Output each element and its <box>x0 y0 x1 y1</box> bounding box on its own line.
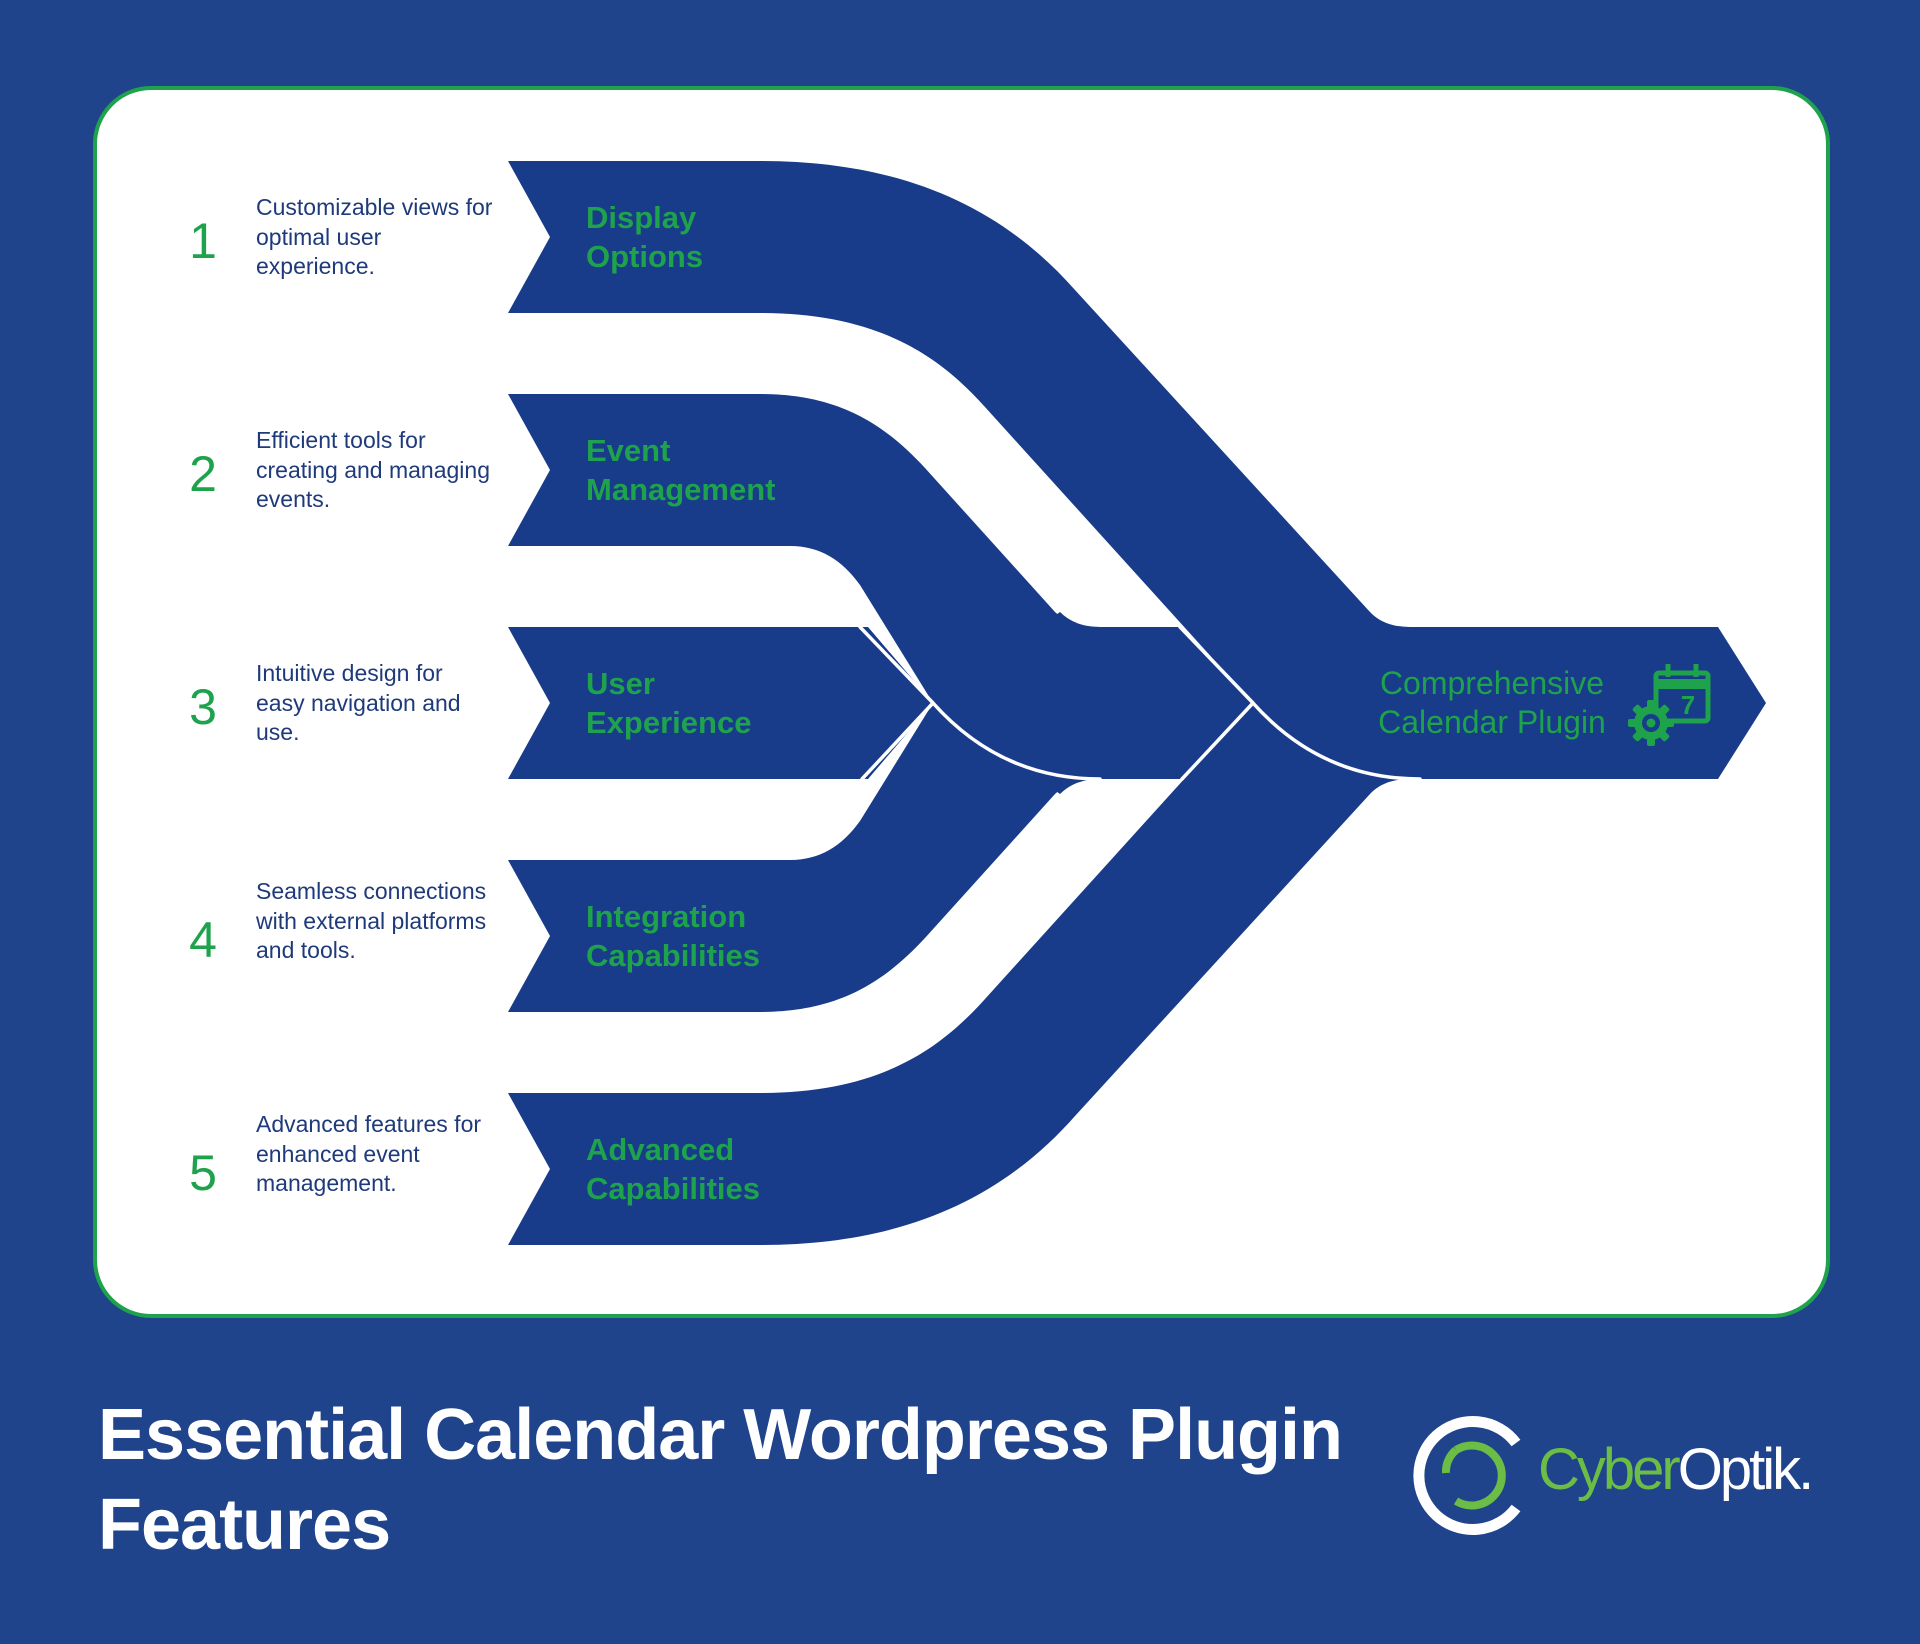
cyberoptik-logo: CyberOptik. <box>1412 1413 1832 1538</box>
output-label-line1: Comprehensive <box>1379 665 1605 701</box>
logo-wordmark: CyberOptik. <box>1538 1441 1814 1499</box>
row-description-1: Customizable views for optimal user expe… <box>256 194 493 279</box>
row-description-5: Advanced features for enhanced event man… <box>256 1111 482 1196</box>
ribbon-event-management <box>508 394 1253 703</box>
band-label-user-experience: User Experience <box>586 664 846 742</box>
page-title: Essential Calendar Wordpress Plugin Feat… <box>98 1390 1398 1570</box>
separator-outer-lower <box>1180 701 1255 781</box>
band-label-line: Experience <box>586 705 752 740</box>
band-label-line: User <box>586 666 655 701</box>
row-description-2: Efficient tools for creating and managin… <box>256 427 490 512</box>
logo-text-cyber: Cyber <box>1538 1437 1681 1502</box>
band-label-line: Integration <box>586 899 747 934</box>
band-label-line: Advanced <box>586 1132 735 1167</box>
calendar-gear-icon <box>1653 664 1711 724</box>
ribbon-advanced-capabilities <box>508 627 1410 1245</box>
band-label-line: Capabilities <box>586 1171 760 1206</box>
calendar-day-text: 7 <box>1681 690 1695 720</box>
band-label-line: Event <box>586 433 671 468</box>
band-label-display-options: Display Options <box>586 198 846 276</box>
output-arrow <box>1395 627 1766 779</box>
separator-inner-lower <box>860 701 935 781</box>
row-number-2: 2 <box>189 446 217 502</box>
row-description-3: Intuitive design for easy navigation and… <box>256 660 461 745</box>
ribbon-user-experience <box>508 627 933 779</box>
band-label-line: Display <box>586 200 697 235</box>
row-number-4: 4 <box>189 912 217 968</box>
separator-inner-upper <box>858 625 1102 781</box>
row-number-5: 5 <box>189 1145 217 1201</box>
page-title-line1: Essential Calendar Wordpress Plugin <box>98 1395 1343 1475</box>
band-label-event-management: Event Management <box>586 431 846 509</box>
logo-text-optik: Optik. <box>1677 1437 1814 1502</box>
band-label-line: Management <box>586 472 776 507</box>
ribbon-integration-capabilities <box>508 703 1253 1012</box>
band-label-integration-capabilities: Integration Capabilities <box>586 897 846 975</box>
band-label-line: Options <box>586 239 704 274</box>
row-description-4: Seamless connections with external platf… <box>256 878 487 963</box>
row-number-3: 3 <box>189 679 217 735</box>
output-label: Comprehensive Calendar Plugin <box>1367 664 1617 742</box>
logo-rings-icon <box>1413 1416 1521 1535</box>
output-label-line2: Calendar Plugin <box>1378 704 1606 740</box>
ribbon-display-options <box>508 161 1410 779</box>
band-label-advanced-capabilities: Advanced Capabilities <box>586 1130 846 1208</box>
gear-icon <box>1628 700 1674 746</box>
page-title-line2: Features <box>98 1485 391 1565</box>
band-label-line: Capabilities <box>586 938 760 973</box>
row-number-1: 1 <box>189 213 217 269</box>
separator-outer-upper <box>1178 625 1422 781</box>
